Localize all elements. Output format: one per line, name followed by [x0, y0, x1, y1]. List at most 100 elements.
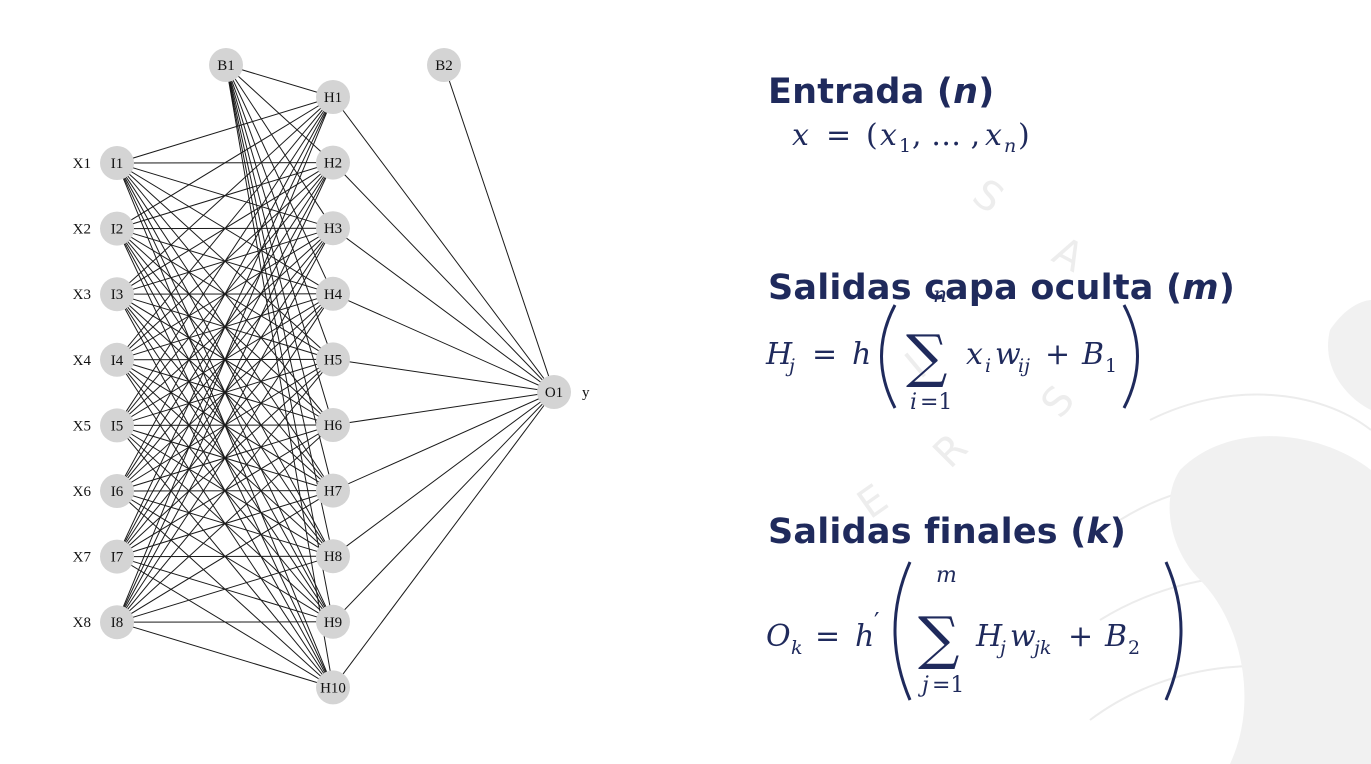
svg-text:=: = [826, 118, 851, 153]
input-node-i2: I2 [100, 211, 134, 246]
input-node-i6: I6 [100, 474, 134, 508]
edge-B1-H8 [225, 64, 334, 557]
edge-B1-H3 [225, 64, 334, 229]
svg-text:=1: =1 [932, 673, 964, 698]
input-variable-x5: X5 [73, 418, 91, 434]
formula-final: O k = h ′ m ∑ j =1 H j w jk + B 2 [766, 561, 1183, 701]
svg-text:=: = [815, 619, 840, 654]
svg-text:m: m [936, 563, 957, 588]
input-node-i7-label: I7 [111, 550, 124, 566]
bias-node-b2: B2 [427, 48, 461, 82]
edge-I8-H8 [116, 555, 334, 623]
svg-text:i: i [985, 355, 991, 377]
hidden-node-h6-label: H6 [324, 418, 343, 434]
edge-B1-H9 [225, 64, 334, 622]
input-node-i4: I4 [100, 342, 134, 377]
svg-text:+: + [1068, 619, 1093, 654]
svg-text:h: h [855, 619, 874, 654]
hidden-node-h2: H2 [316, 145, 350, 180]
edge-H5-O1 [332, 358, 555, 393]
hidden-node-h4: H4 [316, 276, 350, 311]
edge-H6-O1 [332, 391, 555, 426]
edge-I8-H7 [116, 490, 334, 623]
edge-B1-H1 [225, 64, 334, 98]
svg-text:+: + [1045, 337, 1070, 372]
svg-text:w: w [995, 337, 1021, 372]
hidden-node-h6: H6 [316, 408, 350, 442]
edge-H10-O1 [332, 391, 555, 688]
svg-text:∑: ∑ [918, 604, 959, 672]
input-node-i5: I5 [100, 408, 134, 443]
svg-text:i: i [910, 390, 917, 415]
hidden-node-h7-label: H7 [324, 484, 343, 500]
output-node-o1-label: O1 [545, 385, 563, 401]
section-title-final: Salidas finales (k) [768, 512, 1127, 552]
edge-I8-H5 [116, 359, 334, 623]
input-variable-x1: X1 [73, 156, 91, 172]
section-title-input: Entrada (n) [768, 72, 995, 112]
svg-text:ij: ij [1018, 355, 1030, 377]
svg-text:jk: jk [1030, 637, 1051, 659]
hidden-node-h4-label: H4 [324, 287, 343, 303]
svg-text:j: j [996, 637, 1006, 659]
hidden-node-h7: H7 [316, 473, 350, 508]
input-node-i5-label: I5 [111, 418, 124, 434]
edge-I8-H3 [116, 227, 334, 623]
network-edges [116, 64, 555, 688]
svg-text:n: n [933, 283, 947, 308]
input-node-i7: I7 [100, 539, 134, 574]
svg-text:w: w [1010, 619, 1036, 654]
output-node-o1: O1 [537, 375, 571, 409]
svg-text:=: = [812, 337, 837, 372]
hidden-node-h2-label: H2 [324, 156, 342, 172]
svg-text:h: h [852, 337, 871, 372]
edge-H1-O1 [332, 96, 555, 393]
svg-text:B: B [1081, 337, 1104, 372]
bias-node-b2-label: B2 [435, 58, 453, 74]
hidden-node-h8-label: H8 [324, 549, 342, 565]
input-node-i4-label: I4 [111, 353, 124, 369]
section-title-hidden: Salidas capa oculta (m) [768, 268, 1236, 308]
input-node-i1: I1 [100, 146, 134, 180]
input-node-i3: I3 [100, 277, 134, 312]
svg-text:1: 1 [899, 135, 911, 157]
formula-hidden: H j = h n ∑ i =1 x i w ij + B 1 [765, 283, 1139, 415]
input-node-i8-label: I8 [111, 615, 124, 631]
hidden-node-h1-label: H1 [324, 90, 342, 106]
neural-network-diagram: I1X1I2X2I3X3I4X4I5X5I6X6I7X7I8X8H1H2H3H4… [73, 48, 590, 705]
input-node-i1-label: I1 [111, 156, 124, 172]
hidden-node-h5: H5 [316, 342, 350, 377]
svg-text:B: B [1104, 619, 1127, 654]
svg-text:x: x [985, 118, 1002, 153]
hidden-node-h8: H8 [316, 539, 350, 574]
input-variable-x4: X4 [73, 353, 92, 369]
svg-text:∑: ∑ [906, 322, 947, 390]
edge-H8-O1 [332, 391, 555, 557]
edge-I5-H1 [116, 96, 334, 426]
hidden-node-h10-label: H10 [320, 680, 346, 696]
edge-I2-H1 [116, 96, 334, 230]
hidden-node-h1: H1 [316, 80, 350, 114]
svg-text:H: H [765, 337, 793, 372]
hidden-node-h3: H3 [316, 211, 350, 246]
output-variable-y: y [582, 385, 590, 401]
edge-H7-O1 [332, 391, 555, 492]
formula-input: x = ( x 1 , … , x n ) [792, 118, 1030, 157]
svg-text:1: 1 [1105, 355, 1117, 377]
edge-I4-H1 [116, 96, 334, 361]
svg-text:, … ,: , … , [912, 118, 980, 153]
edge-B1-H4 [225, 64, 334, 295]
svg-text:x: x [966, 337, 983, 372]
input-variable-x2: X2 [73, 222, 91, 238]
edge-I6-H1 [116, 96, 334, 492]
edge-B1-H6 [225, 64, 334, 426]
input-variable-x8: X8 [73, 615, 91, 631]
svg-text:j: j [917, 673, 929, 698]
svg-text:): ) [1018, 118, 1030, 153]
input-node-i6-label: I6 [111, 484, 124, 500]
svg-text:x: x [792, 118, 809, 153]
svg-text:2: 2 [1128, 637, 1140, 659]
input-node-i2-label: I2 [111, 222, 124, 238]
edge-B1-H5 [225, 64, 334, 360]
